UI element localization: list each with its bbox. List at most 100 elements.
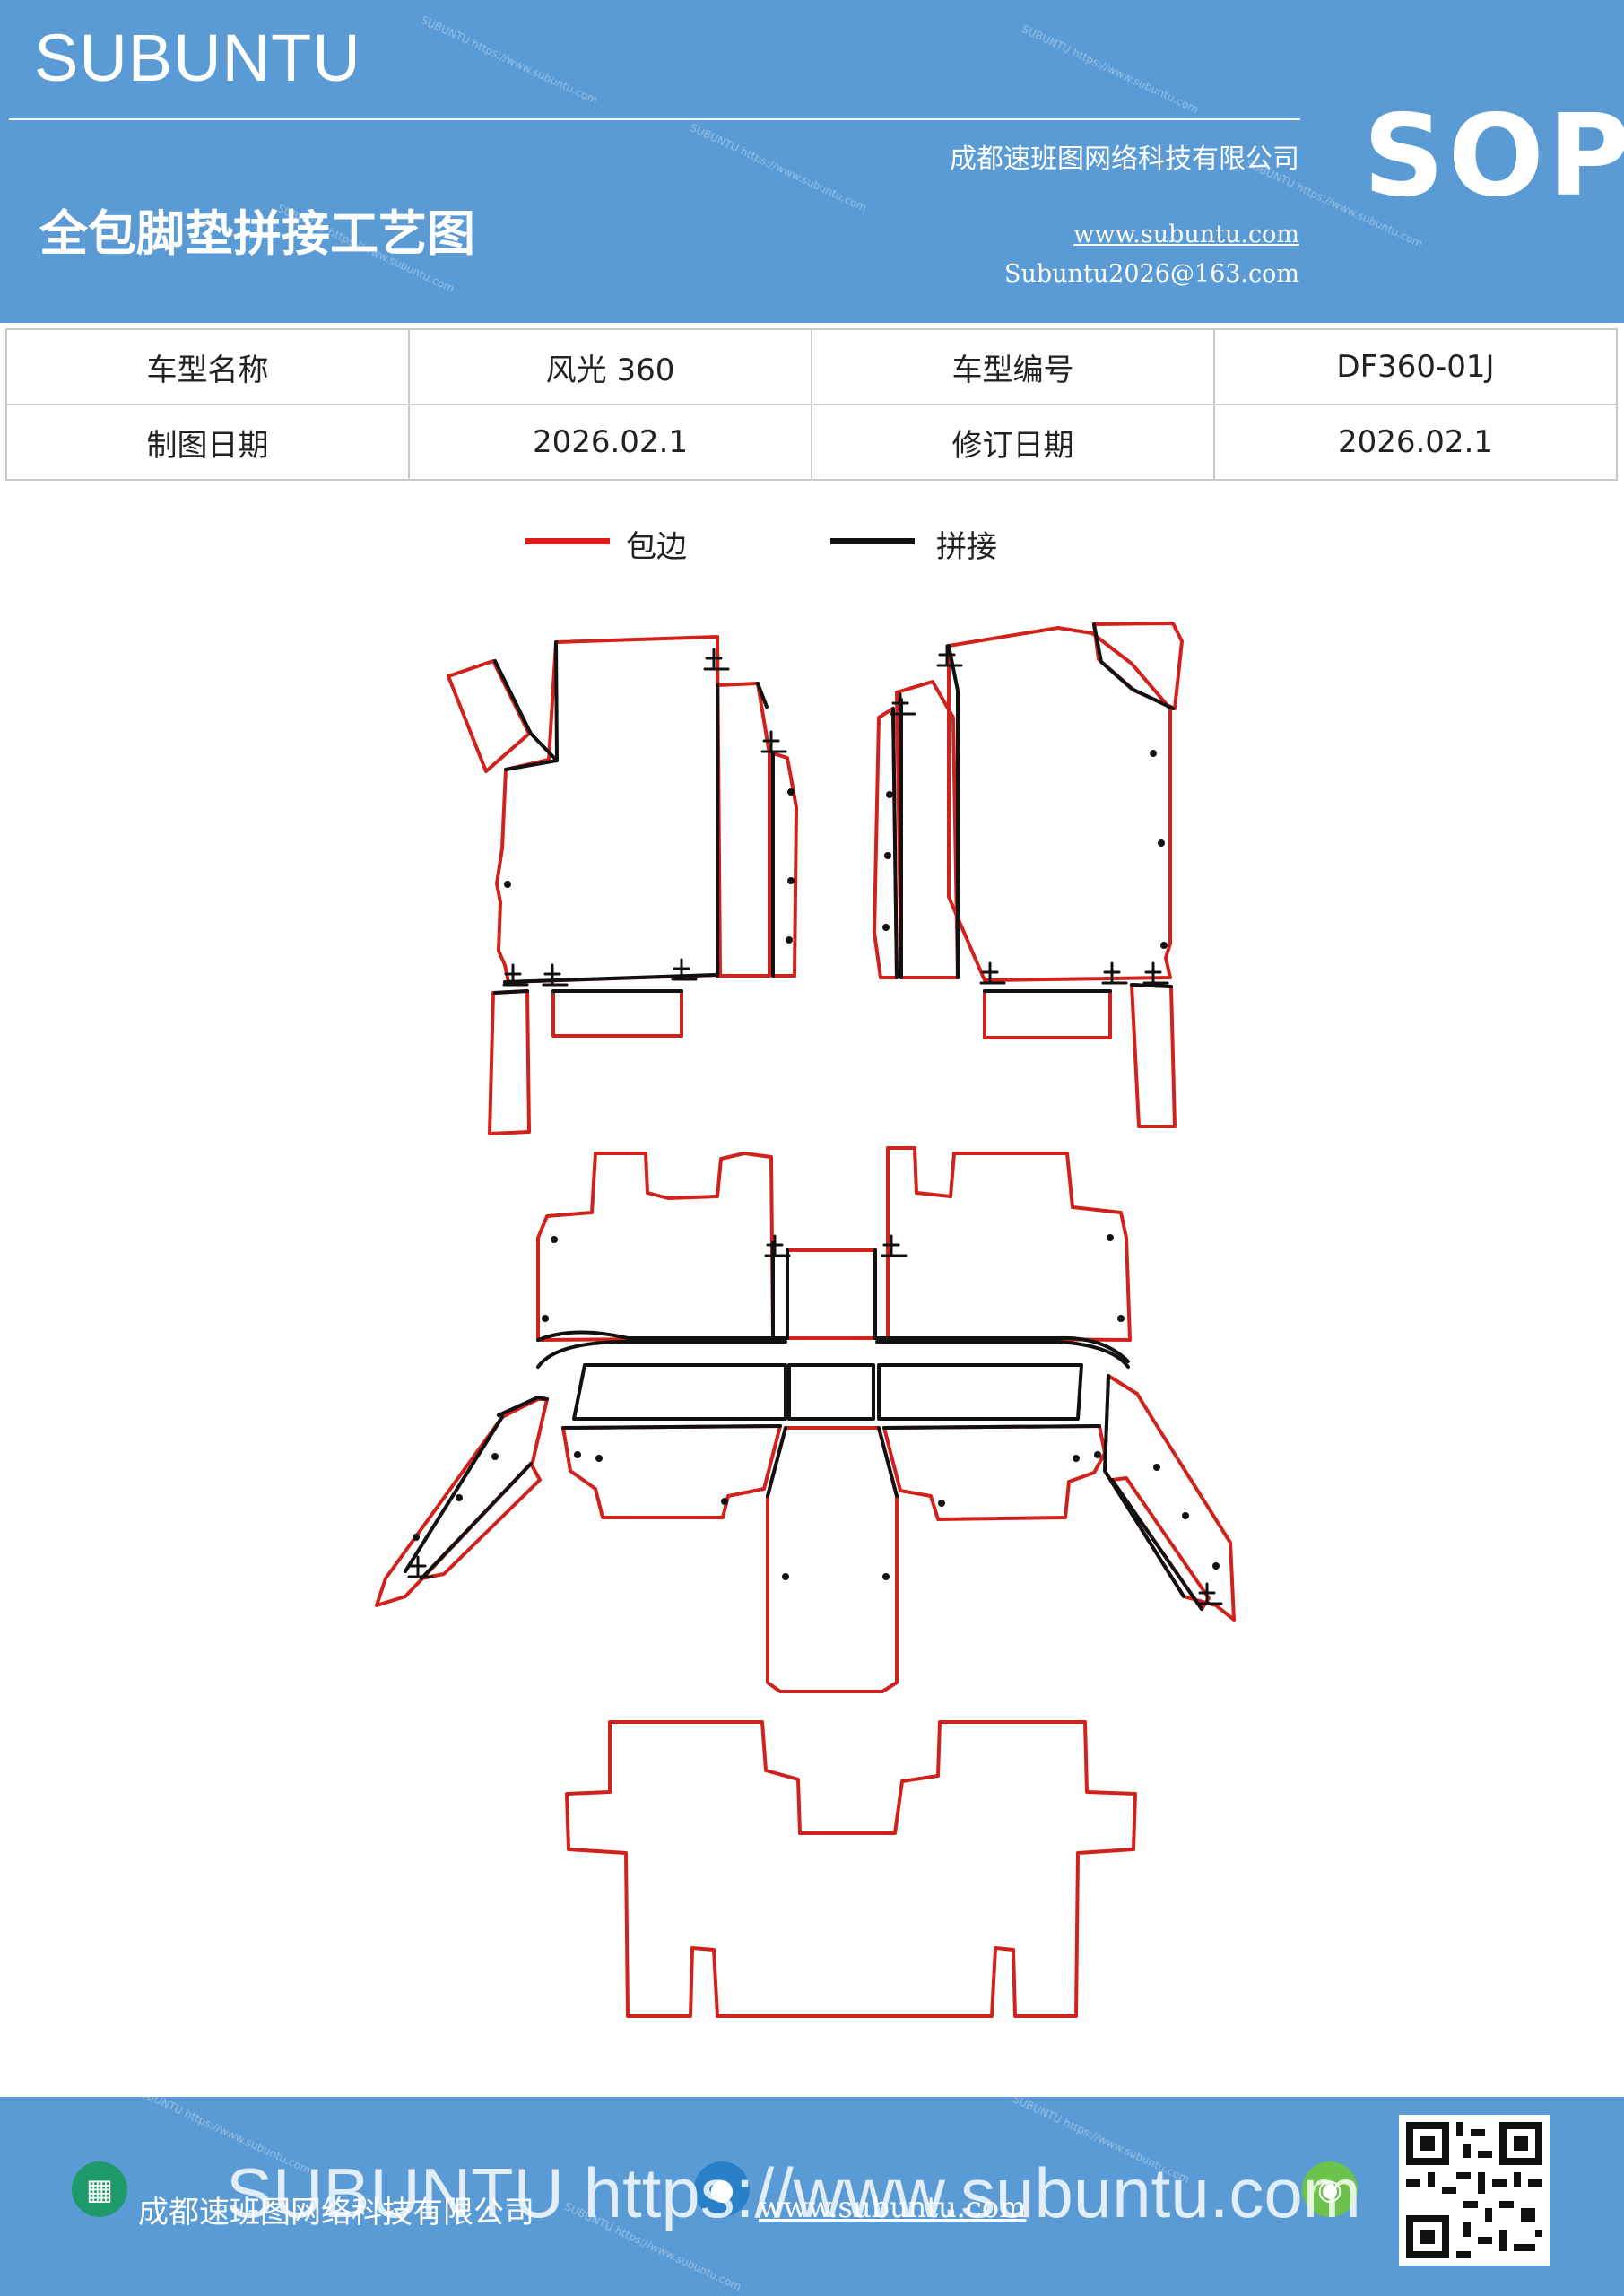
front-right-inner-strip bbox=[873, 707, 899, 979]
front-left-heel-pad bbox=[447, 659, 531, 773]
middle-left-seam bbox=[536, 1330, 775, 1342]
legend-label-edge: 包边 bbox=[626, 529, 687, 565]
middle-mount-dot bbox=[542, 1315, 549, 1322]
splice-marker bbox=[760, 730, 787, 753]
front-right-mat-group bbox=[873, 622, 1184, 1128]
sop-badge: SOP bbox=[1363, 90, 1624, 222]
brand-logo-text: SUBUNTU bbox=[34, 21, 361, 95]
front-left-heel-pad-seam bbox=[493, 659, 559, 762]
front-right-lower-pad bbox=[1130, 983, 1177, 1128]
front-left-side-strip bbox=[716, 682, 771, 978]
table-row: 制图日期 2026.02.1 修订日期 2026.02.1 bbox=[5, 404, 1618, 481]
middle-mount-dot bbox=[1107, 1234, 1114, 1241]
middle-mount-dot bbox=[721, 1498, 728, 1505]
splice-marker bbox=[979, 961, 1006, 985]
splice-marker bbox=[1101, 961, 1128, 985]
middle-mount-dot bbox=[938, 1500, 945, 1507]
building-icon: ▦ bbox=[72, 2161, 127, 2217]
front-right-side-strip-seam bbox=[899, 644, 960, 979]
middle-center-lower-mat bbox=[766, 1426, 899, 1693]
middle-left-wing-seam bbox=[404, 1396, 549, 1573]
front-left-mount-dot bbox=[787, 877, 795, 884]
middle-mount-dot bbox=[574, 1451, 581, 1458]
front-right-mount-dot bbox=[1158, 839, 1165, 847]
table-row: 车型名称 风光 360 车型编号 DF360-01J bbox=[5, 328, 1618, 405]
middle-left-mat bbox=[536, 1152, 775, 1342]
front-left-sill-pad bbox=[551, 989, 683, 1038]
front-right-inner-strip-seam bbox=[891, 707, 899, 979]
splice-markers bbox=[407, 644, 1223, 1605]
website-link[interactable]: www.subuntu.com bbox=[1073, 221, 1299, 248]
front-left-mount-dot bbox=[787, 788, 795, 796]
footer-banner: SUBUNTU https://www.subuntu.com SUBUNTU … bbox=[0, 2097, 1624, 2296]
middle-right-side-wrap bbox=[875, 1340, 1130, 1369]
front-right-main-mat bbox=[947, 626, 1172, 982]
middle-mount-dot bbox=[1182, 1512, 1189, 1519]
front-right-mount-dot bbox=[886, 791, 893, 798]
middle-right-lower-seam bbox=[882, 1424, 1101, 1430]
middle-center-top-seam bbox=[771, 1241, 890, 1340]
front-right-mount-dot bbox=[884, 852, 891, 859]
company-name: 成都速班图网络科技有限公司 bbox=[950, 144, 1299, 175]
footer-watermark: SUBUNTU https://www.subuntu.com bbox=[226, 2153, 1361, 2232]
email-address[interactable]: Subuntu2026@163.com bbox=[1004, 260, 1299, 288]
splice-marker bbox=[890, 692, 916, 716]
table-cell-value: 2026.02.1 bbox=[408, 404, 812, 481]
middle-row-mat-group bbox=[375, 1146, 1236, 1693]
legend-label-seam: 拼接 bbox=[936, 529, 997, 565]
splice-marker bbox=[703, 648, 730, 671]
middle-mount-dot bbox=[1212, 1562, 1220, 1570]
middle-mount-dot bbox=[551, 1236, 558, 1243]
front-left-main-mat bbox=[495, 635, 722, 984]
middle-left-side-wrap bbox=[536, 1340, 787, 1369]
rear-mat bbox=[565, 1720, 1137, 2018]
middle-center-lower-seam bbox=[766, 1426, 899, 1498]
legend-swatch-seam bbox=[830, 538, 915, 544]
middle-right-mat bbox=[886, 1146, 1132, 1342]
middle-mount-dot bbox=[456, 1494, 463, 1501]
middle-left-lower-mat bbox=[561, 1424, 782, 1519]
front-left-lower-pad-seam bbox=[493, 989, 529, 995]
table-cell-value: 风光 360 bbox=[408, 328, 812, 405]
splice-marker bbox=[542, 963, 569, 987]
front-left-lower-pad bbox=[488, 989, 531, 1135]
footer-company-name: 成都速班图网络科技有限公司 bbox=[138, 2195, 534, 2231]
splice-marker bbox=[936, 644, 963, 667]
table-cell-value: 2026.02.1 bbox=[1213, 404, 1618, 481]
globe-icon: ● bbox=[694, 2161, 750, 2217]
header-divider bbox=[9, 118, 1300, 120]
front-right-sill-pad bbox=[983, 989, 1112, 1039]
middle-left-strip bbox=[572, 1363, 787, 1421]
middle-center-top bbox=[786, 1248, 877, 1340]
front-right-mount-dot bbox=[1150, 750, 1157, 757]
middle-left-lower-seam bbox=[561, 1424, 782, 1430]
splice-marker bbox=[671, 958, 698, 981]
middle-mount-dot bbox=[1117, 1315, 1125, 1322]
front-left-side-strip-seam bbox=[716, 682, 769, 978]
footer-website-link[interactable]: www.subuntu.com bbox=[759, 2190, 1027, 2224]
front-right-mount-dot bbox=[1160, 942, 1168, 949]
middle-left-wing-strip-seam bbox=[420, 1462, 533, 1580]
splice-marker bbox=[1196, 1582, 1223, 1605]
splice-marker bbox=[407, 1555, 434, 1578]
middle-right-wing-seam bbox=[1103, 1374, 1185, 1598]
middle-mount-dot bbox=[1094, 1451, 1101, 1458]
header-banner: SUBUNTU https://www.subuntu.com SUBUNTU … bbox=[0, 0, 1624, 323]
middle-right-wing-strip-seam bbox=[1110, 1478, 1203, 1611]
legend-swatch-edge bbox=[525, 538, 610, 544]
wechat-icon: ◉ bbox=[1302, 2161, 1358, 2217]
middle-mount-dot bbox=[1153, 1464, 1160, 1471]
table-cell-label: 修订日期 bbox=[811, 404, 1215, 481]
middle-right-seam bbox=[886, 1335, 1130, 1363]
qr-code[interactable] bbox=[1399, 2115, 1550, 2266]
middle-center-strip bbox=[787, 1363, 875, 1421]
rear-row-mat-group bbox=[565, 1720, 1137, 2018]
front-left-mount-dot bbox=[786, 936, 793, 944]
middle-mount-dot bbox=[595, 1455, 603, 1462]
splice-marker bbox=[881, 1234, 908, 1257]
front-left-inner-strip bbox=[771, 752, 798, 978]
legend: 包边 拼接 bbox=[0, 522, 1624, 576]
middle-mount-dot bbox=[413, 1534, 420, 1541]
middle-mount-dot bbox=[491, 1453, 499, 1460]
